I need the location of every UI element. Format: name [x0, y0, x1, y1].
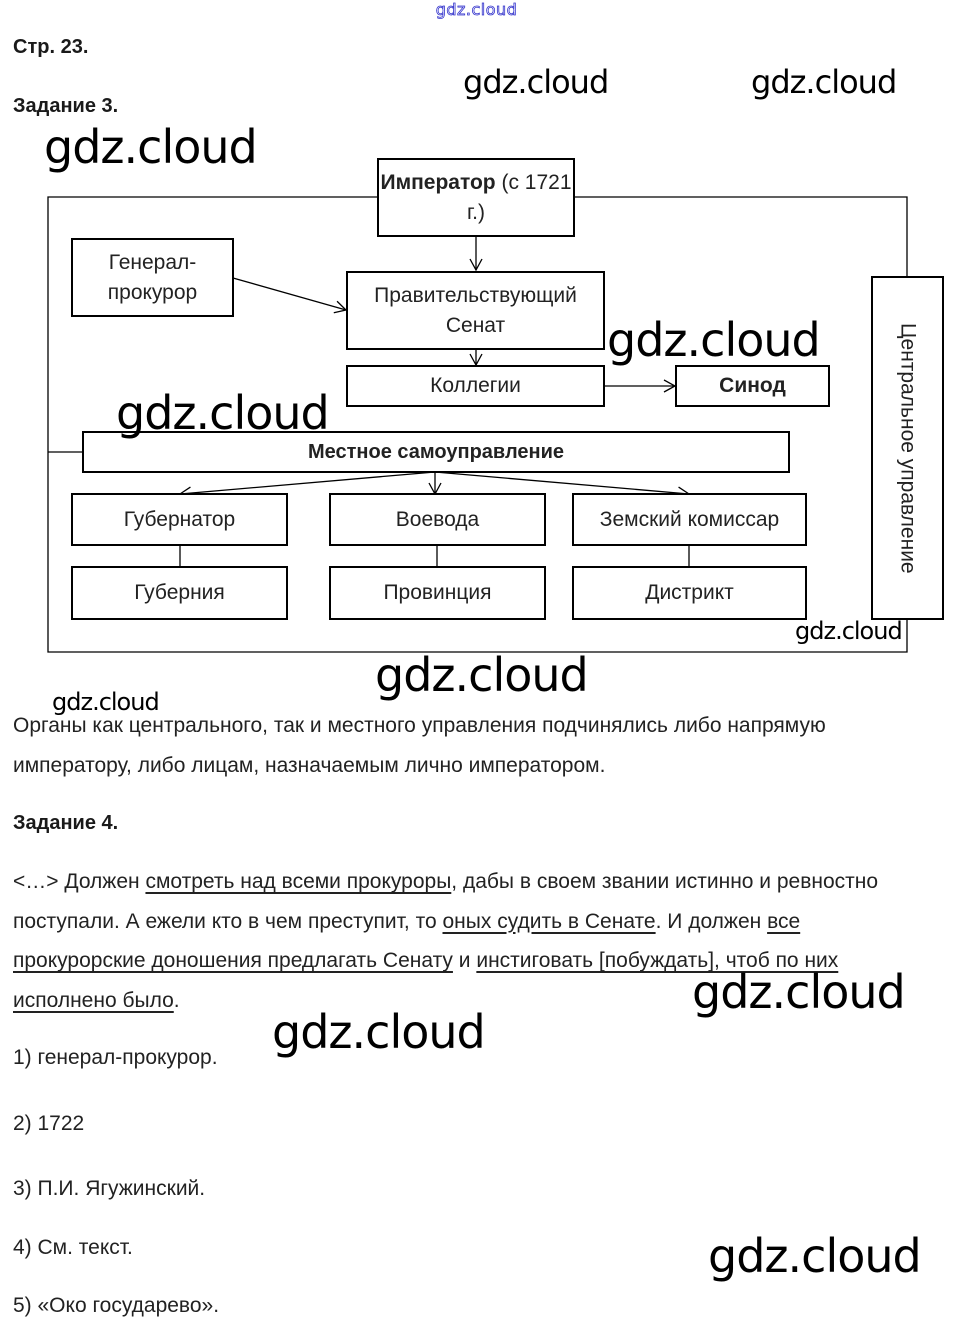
quote-segment: , дабы в своем звании истинно и ревностн…: [13, 870, 879, 933]
emperor-date: (с 1721 г.): [467, 170, 572, 224]
collegia-label: Коллегии: [430, 374, 521, 397]
outer-frame: [47, 196, 908, 653]
watermark: gdz.cloud: [708, 1229, 922, 1283]
general-prosecutor-label: Генерал-прокурор: [107, 250, 198, 304]
quote-underlined-segment: смотреть над всеми прокуроры: [145, 870, 452, 893]
watermark: gdz.cloud: [795, 617, 903, 645]
watermark: gdz.cloud: [272, 1005, 486, 1059]
quote-segment: . И должен: [655, 909, 768, 933]
box-territory: Дистрикт: [572, 566, 807, 620]
watermark: gdz.cloud: [116, 386, 330, 440]
box-territory: Провинция: [329, 566, 546, 620]
quote-underlined-segment: оных судить в Сенате: [442, 909, 656, 933]
box-official: Земский комиссар: [572, 493, 807, 546]
box-official: Воевода: [329, 493, 546, 546]
box-central-government: Центральное управление: [871, 276, 944, 620]
watermark: gdz.cloud: [751, 63, 897, 101]
watermark: gdz.cloud: [52, 688, 160, 716]
quote-segment: <…> Должен: [13, 870, 146, 893]
quote-segment: .: [173, 988, 180, 1012]
watermark: gdz.cloud: [463, 63, 609, 101]
box-synod: Синод: [675, 365, 830, 407]
synod-label: Синод: [719, 374, 786, 397]
task3-title: Задание 3.: [13, 95, 119, 117]
territory-label: Провинция: [383, 581, 492, 604]
watermark: gdz.cloud: [607, 313, 821, 367]
arrow-local-governor: [178, 471, 436, 500]
answer-item: 3) П.И. Ягужинский.: [13, 1177, 206, 1200]
territory-label: Губерния: [134, 581, 225, 604]
page-label: Стр. 23.: [13, 36, 89, 58]
watermark: gdz.cloud: [375, 648, 589, 702]
answer-item: 5) «Око государево».: [13, 1294, 220, 1317]
official-label: Воевода: [395, 507, 480, 531]
local-government-label: Местное самоуправление: [307, 441, 565, 463]
watermark: gdz.cloud: [44, 120, 258, 174]
territory-label: Дистрикт: [645, 581, 734, 604]
quote-segment: и: [452, 949, 477, 972]
answer-item: 4) См. текст.: [13, 1236, 133, 1259]
task4-title: Задание 4.: [13, 812, 119, 834]
box-official: Губернатор: [71, 493, 288, 546]
box-emperor: Император (с 1721 г.): [377, 158, 575, 237]
answer-item: 1) генерал-прокурор.: [13, 1046, 218, 1069]
box-territory: Губерния: [71, 566, 288, 620]
diagram-connectors: [47, 196, 908, 653]
emperor-label: Император: [380, 170, 496, 194]
quote-underlined-segment: все прокурорские доношения предлагать Се…: [13, 909, 801, 973]
answer-item: 2) 1722: [13, 1112, 85, 1135]
quote-underlined-segment: инстиговать [побуждать], чтоб по них исп…: [13, 949, 839, 1012]
watermark: gdz.cloud: [692, 965, 906, 1019]
task3-conclusion: Органы как центрального, так и местного …: [13, 714, 826, 777]
box-local-government: Местное самоуправление: [82, 431, 790, 473]
senate-label: Правительствующий Сенат: [374, 283, 577, 337]
box-general-prosecutor: Генерал-прокурор: [71, 238, 234, 317]
box-senate: Правительствующий Сенат: [346, 271, 605, 350]
task4-quote: <…> Должен смотреть над всеми прокуроры,…: [13, 862, 893, 1020]
central-government-label: Центральное управление: [896, 322, 920, 574]
official-label: Земский комиссар: [599, 507, 780, 531]
box-collegia: Коллегии: [346, 365, 605, 407]
outer-frame-right: [574, 196, 908, 277]
arrow-local-commissar: [434, 471, 691, 500]
arrow-prosecutor-senate: [232, 277, 348, 314]
watermark-top: gdz.cloud: [435, 0, 518, 19]
official-label: Губернатор: [123, 507, 236, 531]
